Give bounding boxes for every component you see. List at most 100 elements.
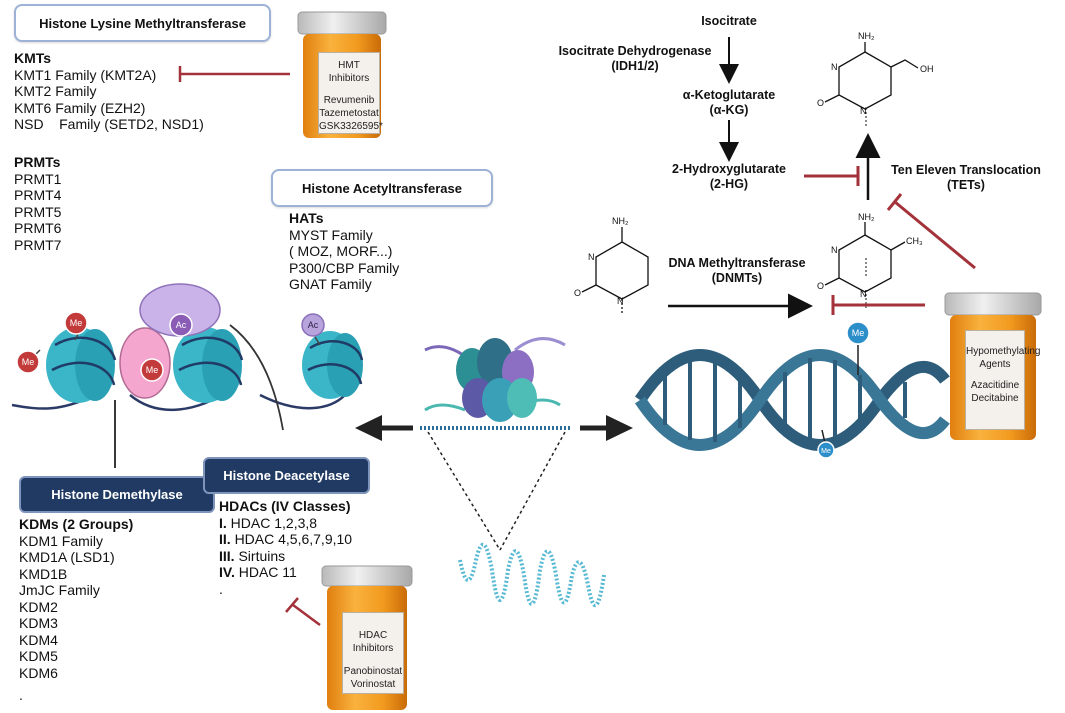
prmt-list: PRMTs PRMT1 PRMT4 PRMT5 PRMT6 PRMT7 bbox=[14, 154, 61, 253]
idh-abbrev: (IDH1/2) bbox=[611, 59, 659, 73]
hdac-class-num: II. bbox=[219, 531, 231, 547]
atom-label: OH bbox=[920, 64, 934, 74]
mark-labels: Me Me Me Ac Ac Me Me bbox=[22, 318, 865, 455]
akg-abbrev: (α-KG) bbox=[709, 103, 749, 117]
hat-title-box: Histone Acetyltransferase bbox=[271, 169, 493, 207]
dna-double-helix bbox=[635, 345, 950, 451]
hdac-class: IV. HDAC 11 bbox=[219, 564, 352, 581]
hdac-title-box: Histone Deacetylase bbox=[203, 457, 370, 494]
central-nucleosome-complex bbox=[420, 337, 570, 430]
akg-name: α-Ketoglutarate bbox=[682, 88, 776, 102]
acetyl-label: Ac bbox=[308, 320, 319, 330]
hat-item: P300/CBP Family bbox=[289, 259, 400, 276]
atom-label: N bbox=[860, 289, 867, 299]
kmt-list: KMTs KMT1 Family (KMT2A) KMT2 Family KMT… bbox=[14, 50, 204, 133]
idh-label: Isocitrate Dehydrogenase (IDH1/2) bbox=[550, 44, 720, 74]
kdm-item: KDM3 bbox=[19, 615, 58, 631]
idh-name: Isocitrate Dehydrogenase bbox=[558, 44, 712, 58]
chromatin-fiber bbox=[11, 283, 364, 468]
nucleosome bbox=[46, 327, 117, 403]
hma-title-line2: Agents bbox=[979, 359, 1011, 370]
zoom-cone bbox=[427, 431, 566, 551]
tet-abbrev: (TETs) bbox=[947, 178, 985, 192]
inhibition-hma-tet bbox=[886, 193, 976, 270]
dna-methyl-label: Me bbox=[821, 448, 831, 455]
arrow-left bbox=[355, 415, 413, 441]
hma-label: Hypomethylating Agents Azacitidine Decit… bbox=[965, 330, 1041, 430]
isocitrate-label: Isocitrate bbox=[679, 14, 779, 29]
kdm-item: KDM1 Family bbox=[19, 532, 104, 549]
kdm-title-box: Histone Demethylase bbox=[19, 476, 215, 513]
atom-label: N bbox=[831, 62, 838, 72]
hmt-drug: Revumenib bbox=[323, 95, 375, 106]
hdac-class-num: I. bbox=[219, 514, 227, 531]
hg-name: 2-Hydroxyglutarate bbox=[672, 162, 786, 176]
hmt-title-box: Histone Lysine Methyltransferase bbox=[14, 4, 271, 42]
kmt-header: KMTs bbox=[14, 50, 52, 66]
atom-label: NH₂ bbox=[858, 31, 875, 41]
atom-label: N bbox=[588, 252, 595, 262]
hat-header: HATs bbox=[289, 210, 324, 226]
hat-item: MYST Family bbox=[289, 226, 373, 243]
inhibition-2hg-tet bbox=[804, 166, 860, 186]
kdm-item: KMD1B bbox=[19, 565, 68, 582]
atom-label: O bbox=[574, 288, 581, 298]
dna-methyl-mark-small bbox=[817, 441, 835, 459]
prmt-item: PRMT1 bbox=[14, 170, 62, 187]
kmt-item: KMT6 Family (EZH2) bbox=[14, 99, 146, 116]
prmt-header: PRMTs bbox=[14, 154, 61, 170]
hdac-class-text: HDAC 1,2,3,8 bbox=[230, 514, 318, 531]
isocitrate-text: Isocitrate bbox=[701, 14, 757, 28]
methyl-mark bbox=[64, 311, 88, 335]
hydroxymethylcytosine-structure bbox=[824, 42, 919, 110]
hdac-inhibitor-title: HDAC Inhibitors bbox=[352, 630, 394, 654]
nucleosome bbox=[173, 327, 244, 403]
nucleosome bbox=[302, 331, 364, 399]
arrow-right bbox=[580, 415, 633, 441]
kdm-list: KDMs (2 Groups) KDM1 Family KMD1A (LSD1)… bbox=[19, 516, 133, 704]
hdac-class-num: IV. bbox=[219, 564, 235, 580]
hma-drug: Decitabine bbox=[971, 393, 1019, 404]
acetyl-mark bbox=[169, 313, 193, 337]
hmt-inhibitor-title: HMT Inhibitors bbox=[328, 60, 370, 84]
inhibition-hma-dnmt bbox=[831, 295, 925, 315]
coiled-dna bbox=[458, 543, 606, 608]
methyl-mark bbox=[16, 350, 40, 374]
hdac-class-text: HDAC 4,5,6,7,9,10 bbox=[234, 531, 353, 547]
hdac-trailing: . bbox=[219, 580, 223, 597]
hmt-title: Histone Lysine Methyltransferase bbox=[39, 15, 246, 31]
methyl-label: Me bbox=[22, 357, 35, 367]
hg-label: 2-Hydroxyglutarate (2-HG) bbox=[664, 162, 794, 192]
akg-label: α-Ketoglutarate (α-KG) bbox=[669, 88, 789, 118]
atom-labels: NH₂ N N O NH₂ CH₃ N N O NH₂ OH N N O bbox=[574, 31, 934, 306]
dnmt-label: DNA Methyltransferase (DNMTs) bbox=[662, 256, 812, 286]
kdm-item: KDM6 bbox=[19, 664, 58, 681]
kmt-item: KMT2 Family bbox=[14, 83, 97, 99]
hdac-class: I. HDAC 1,2,3,8 bbox=[219, 515, 352, 532]
hdac-class-text: Sirtuins bbox=[238, 547, 286, 564]
kdm-item: KDM5 bbox=[19, 648, 58, 664]
atom-label: NH₂ bbox=[612, 216, 629, 226]
hdac-list: HDACs (IV Classes) I. HDAC 1,2,3,8 II. H… bbox=[219, 498, 352, 597]
dnmt-name: DNA Methyltransferase bbox=[668, 256, 806, 270]
kdm-item: KMD1A (LSD1) bbox=[19, 549, 115, 565]
atom-label: N bbox=[860, 106, 867, 116]
hmt-inhibition-line bbox=[178, 66, 290, 82]
dnmt-abbrev: (DNMTs) bbox=[711, 271, 763, 285]
hat-title: Histone Acetyltransferase bbox=[302, 180, 462, 196]
pathway-arrows bbox=[668, 37, 881, 319]
atom-label: N bbox=[617, 296, 624, 306]
atom-label: O bbox=[817, 98, 824, 108]
hdac-inhibition-line bbox=[285, 597, 321, 627]
acetyl-mark bbox=[301, 313, 325, 337]
prmt-item: PRMT5 bbox=[14, 203, 62, 220]
acetyl-label: Ac bbox=[176, 320, 187, 330]
dna-methyl-mark bbox=[846, 321, 870, 345]
hma-title-line1: Hypomethylating bbox=[966, 346, 1041, 357]
hat-list: HATs MYST Family ( MOZ, MORF...) P300/CB… bbox=[289, 210, 399, 293]
atom-label: O bbox=[817, 281, 824, 291]
dna-methyl-label: Me bbox=[852, 328, 865, 338]
atom-label: N bbox=[831, 245, 838, 255]
hdac-header: HDACs (IV Classes) bbox=[219, 498, 351, 514]
kdm-item: KDM4 bbox=[19, 631, 58, 648]
